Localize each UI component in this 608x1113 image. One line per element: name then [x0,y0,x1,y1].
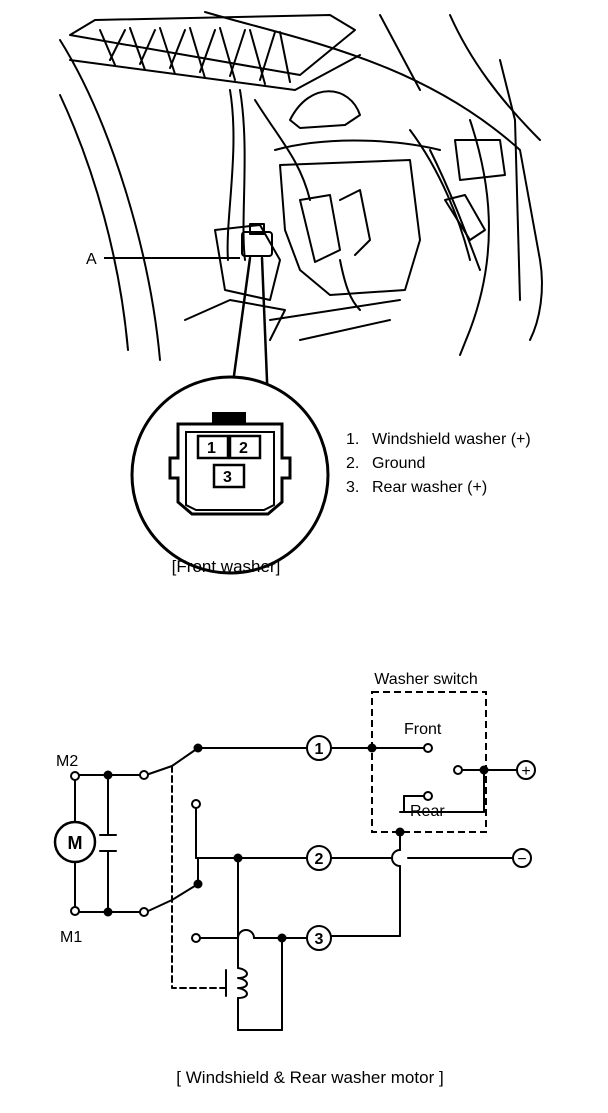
terminal-3-label: 3 [315,931,324,948]
legend-index-3: 3. [346,479,359,496]
open-terminals [70,743,463,943]
pin-1-box [196,434,230,460]
front-washer-caption: [Front washer] [172,557,281,576]
connector-latch [212,412,246,424]
legend-text-3: Rear washer (+) [372,479,487,496]
pin-legend: 1. Windshield washer (+) 2. Ground 3. Re… [346,431,531,496]
motor-label: M [68,833,83,853]
legend-text-2: Ground [372,455,425,472]
terminal-3: 3 [306,925,332,951]
front-label: Front [404,721,442,738]
m1-label: M1 [60,929,82,946]
terminal-1: 1 [306,735,332,761]
plus-terminal: + [516,760,536,780]
minus-terminal: − [512,848,532,868]
legend-index-1: 1. [346,431,359,448]
pin-3-box [212,463,246,489]
terminal-2-label: 2 [315,851,324,868]
legend-index-2: 2. [346,455,359,472]
terminal-2: 2 [306,845,332,871]
plus-symbol: + [521,763,530,780]
circuit-schematic: Washer switch Front Rear [53,671,536,1031]
junction-dots [103,743,489,943]
pin-2-box [228,434,262,460]
minus-symbol: − [517,851,526,868]
terminal-1-label: 1 [315,741,324,758]
washer-switch-box [371,691,487,833]
callout-label-a: A [86,251,97,268]
legend-text-1: Windshield washer (+) [372,431,531,448]
circuit-wires [74,747,521,1031]
circuit-caption: [ Windshield & Rear washer motor ] [176,1068,443,1087]
pin-2-label: 2 [239,440,248,457]
pin-3-label: 3 [223,469,232,486]
connector-inner [185,431,275,511]
m2-label: M2 [56,753,78,770]
pin-1-label: 1 [207,440,216,457]
connector-closeup: 1 2 3 [130,375,330,575]
washer-switch-title: Washer switch [374,671,477,688]
engine-bay-illustration [59,11,543,361]
motor-symbol [53,820,97,864]
